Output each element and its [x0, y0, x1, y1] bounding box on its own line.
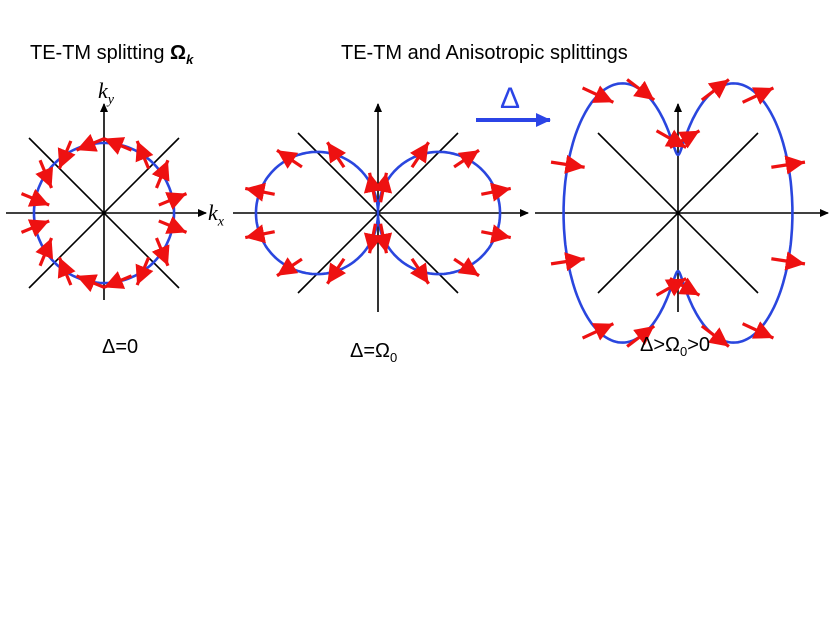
- pseudospin-arrow: [151, 237, 170, 267]
- pseudospin-arrow: [20, 219, 50, 238]
- pseudospin-arrow: [409, 257, 430, 285]
- pseudospin-arrow: [135, 140, 154, 170]
- pseudospin-arrow: [373, 223, 393, 254]
- panel-delta-zero: [6, 103, 207, 300]
- pseudospin-arrow: [75, 133, 105, 152]
- pseudospin-arrow: [626, 324, 656, 348]
- pseudospin-arrow: [581, 85, 615, 104]
- panel-delta-equals-omega: [233, 103, 529, 312]
- pseudospin-arrow: [75, 274, 105, 293]
- panel-delta-greater-omega: [535, 78, 829, 348]
- pseudospin-arrow: [581, 322, 615, 341]
- pseudospin-arrow: [20, 188, 50, 207]
- caption-3-main: Δ>Ω: [640, 334, 680, 356]
- pseudospin-arrow: [363, 172, 383, 203]
- ky-letter: k: [98, 78, 108, 103]
- pseudospin-arrow: [481, 182, 512, 202]
- caption-3-subscript: 0: [680, 344, 688, 359]
- diagonal-line: [597, 132, 759, 294]
- caption-delta-greater-omega: Δ>Ω0>0: [640, 334, 710, 359]
- pseudospin-arrow: [276, 148, 303, 169]
- pseudospin-arrow: [35, 237, 54, 267]
- pseudospin-arrow: [481, 224, 512, 244]
- ky-axis-label: ky: [98, 78, 114, 108]
- delta-arrow-label: Δ: [500, 82, 521, 115]
- pseudospin-arrow: [326, 141, 347, 169]
- kx-letter: k: [208, 200, 218, 225]
- pseudospin-arrow: [103, 271, 133, 289]
- caption-3-tail: >0: [687, 334, 711, 356]
- pseudospin-arrow: [35, 159, 54, 189]
- pseudospin-arrow: [326, 257, 347, 285]
- title-left-text: TE-TM splitting: [30, 42, 171, 64]
- pseudospin-arrow: [103, 137, 133, 155]
- pseudospin-arrow: [771, 155, 806, 175]
- title-left-subscript: k: [186, 52, 194, 67]
- pseudospin-arrow: [700, 78, 730, 102]
- pseudospin-arrow: [771, 251, 806, 271]
- pseudospin-arrow: [57, 256, 76, 286]
- pseudospin-arrow: [626, 78, 656, 102]
- pseudospin-arrow: [158, 216, 188, 234]
- caption-2-subscript: 0: [390, 350, 398, 365]
- pseudospin-arrow: [57, 140, 76, 170]
- title-left: TE-TM splitting Ωk: [30, 42, 193, 67]
- title-left-symbol: Ω: [170, 42, 187, 64]
- pseudospin-arrow: [453, 257, 480, 278]
- pseudospin-arrow: [700, 324, 730, 348]
- pseudospin-arrow: [669, 277, 701, 297]
- caption-2-main: Δ=Ω: [350, 340, 390, 362]
- ky-subscript: y: [107, 92, 114, 108]
- pseudospin-arrow: [135, 256, 154, 286]
- pseudospin-arrow: [244, 182, 275, 202]
- pseudospin-arrow: [276, 257, 303, 278]
- title-right: TE-TM and Anisotropic splittings: [341, 42, 628, 64]
- pseudospin-arrow: [741, 86, 775, 105]
- pseudospin-arrow: [373, 172, 393, 203]
- kx-axis-label: kx: [208, 200, 224, 230]
- pseudospin-arrow: [550, 252, 585, 272]
- pseudospin-arrow: [409, 141, 430, 169]
- pseudospin-arrow: [151, 159, 170, 189]
- kx-subscript: x: [217, 214, 224, 230]
- pseudospin-arrow: [158, 192, 188, 210]
- pseudospin-arrow: [741, 321, 775, 340]
- pseudospin-arrow: [655, 129, 687, 149]
- pseudospin-arrow: [453, 148, 480, 169]
- pseudospin-arrow: [363, 223, 383, 254]
- caption-delta-zero: Δ=0: [102, 336, 139, 358]
- caption-delta-equals-omega: Δ=Ω0: [350, 340, 397, 365]
- pseudospin-arrow: [244, 224, 275, 244]
- pseudospin-arrow: [550, 154, 585, 174]
